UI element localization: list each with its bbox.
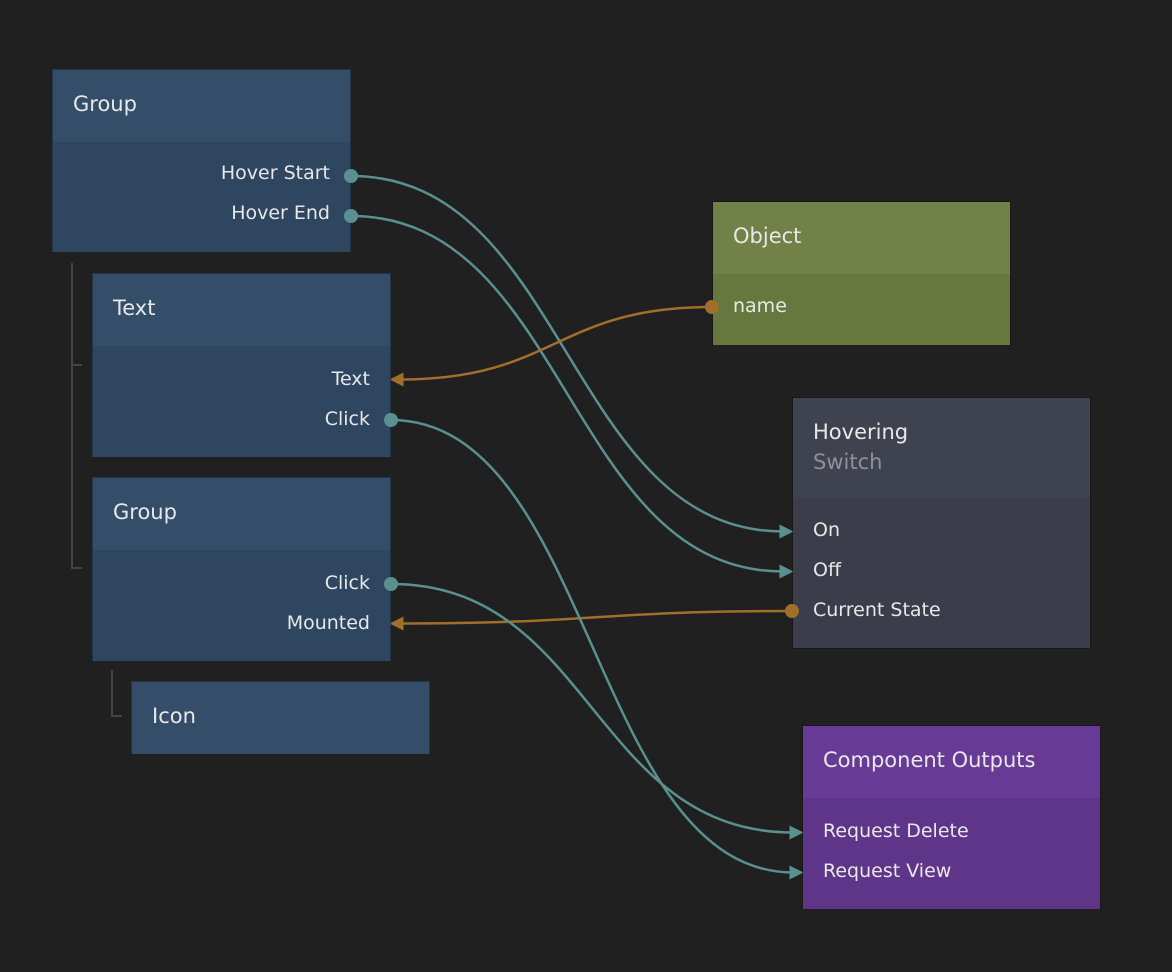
hierarchy-tick [71, 364, 82, 366]
connection-wire[interactable] [390, 418, 794, 874]
input-anchor-text[interactable] [389, 379, 390, 380]
input-anchor-request-delete[interactable] [803, 832, 804, 833]
object-node[interactable]: Object name [705, 201, 1011, 345]
connection-wire[interactable] [350, 214, 784, 573]
output-dot-click[interactable] [384, 413, 398, 427]
hierarchy-line [111, 670, 113, 717]
hierarchy-line [71, 263, 73, 569]
arrow-head-icon [789, 825, 804, 840]
arrow-head-icon [389, 616, 404, 631]
connection-wire[interactable] [350, 174, 784, 533]
input-anchor-on[interactable] [793, 531, 794, 532]
port-hover-end: Hover End [231, 202, 330, 224]
node-title: Text [93, 274, 390, 346]
output-dot-hover-start[interactable] [344, 169, 358, 183]
hierarchy-tick [71, 567, 82, 569]
port-click: Click [324, 572, 370, 594]
port-text: Text [331, 368, 370, 390]
node-title: Component Outputs [803, 726, 1100, 798]
input-anchor-mounted[interactable] [389, 623, 390, 624]
component-outputs-node[interactable]: Component Outputs Request Delete Request… [802, 725, 1101, 909]
arrow-head-icon [389, 372, 404, 387]
port-click: Click [324, 408, 370, 430]
node-header: Hovering Switch [793, 398, 1090, 497]
group-node[interactable]: Group Hover Start Hover End [52, 69, 358, 252]
icon-node[interactable]: Icon [131, 681, 430, 754]
port-request-delete: Request Delete [823, 820, 969, 842]
port-on: On [813, 519, 840, 541]
connection-wire[interactable] [399, 609, 793, 625]
arrow-head-icon [779, 564, 794, 579]
hovering-switch-node[interactable]: Hovering Switch On Off Current State [785, 397, 1091, 649]
port-off: Off [813, 559, 842, 581]
node-title: Hovering [813, 420, 909, 444]
arrow-head-icon [789, 865, 804, 880]
output-dot-current-state[interactable] [785, 604, 799, 618]
node-title: Object [713, 202, 1010, 274]
port-current-state: Current State [813, 599, 941, 621]
connection-wire[interactable] [390, 582, 794, 834]
port-hover-start: Hover Start [220, 162, 330, 184]
input-anchor-request-view[interactable] [803, 872, 804, 873]
arrow-head-icon [779, 524, 794, 539]
port-mounted: Mounted [286, 612, 370, 634]
node-subtitle: Switch [813, 450, 883, 474]
node-title: Group [53, 70, 350, 142]
output-dot-click[interactable] [384, 577, 398, 591]
port-name: name [733, 295, 787, 317]
output-dot-hover-end[interactable] [344, 209, 358, 223]
port-request-view: Request View [823, 860, 952, 882]
node-title: Icon [132, 682, 429, 754]
text-node[interactable]: Text Text Click [92, 273, 398, 457]
output-dot-name[interactable] [705, 300, 719, 314]
hierarchy-tick [111, 715, 122, 717]
input-anchor-off[interactable] [793, 571, 794, 572]
node-title: Group [93, 478, 390, 550]
connection-wire[interactable] [399, 305, 713, 381]
group-node[interactable]: Group Click Mounted [92, 477, 398, 661]
